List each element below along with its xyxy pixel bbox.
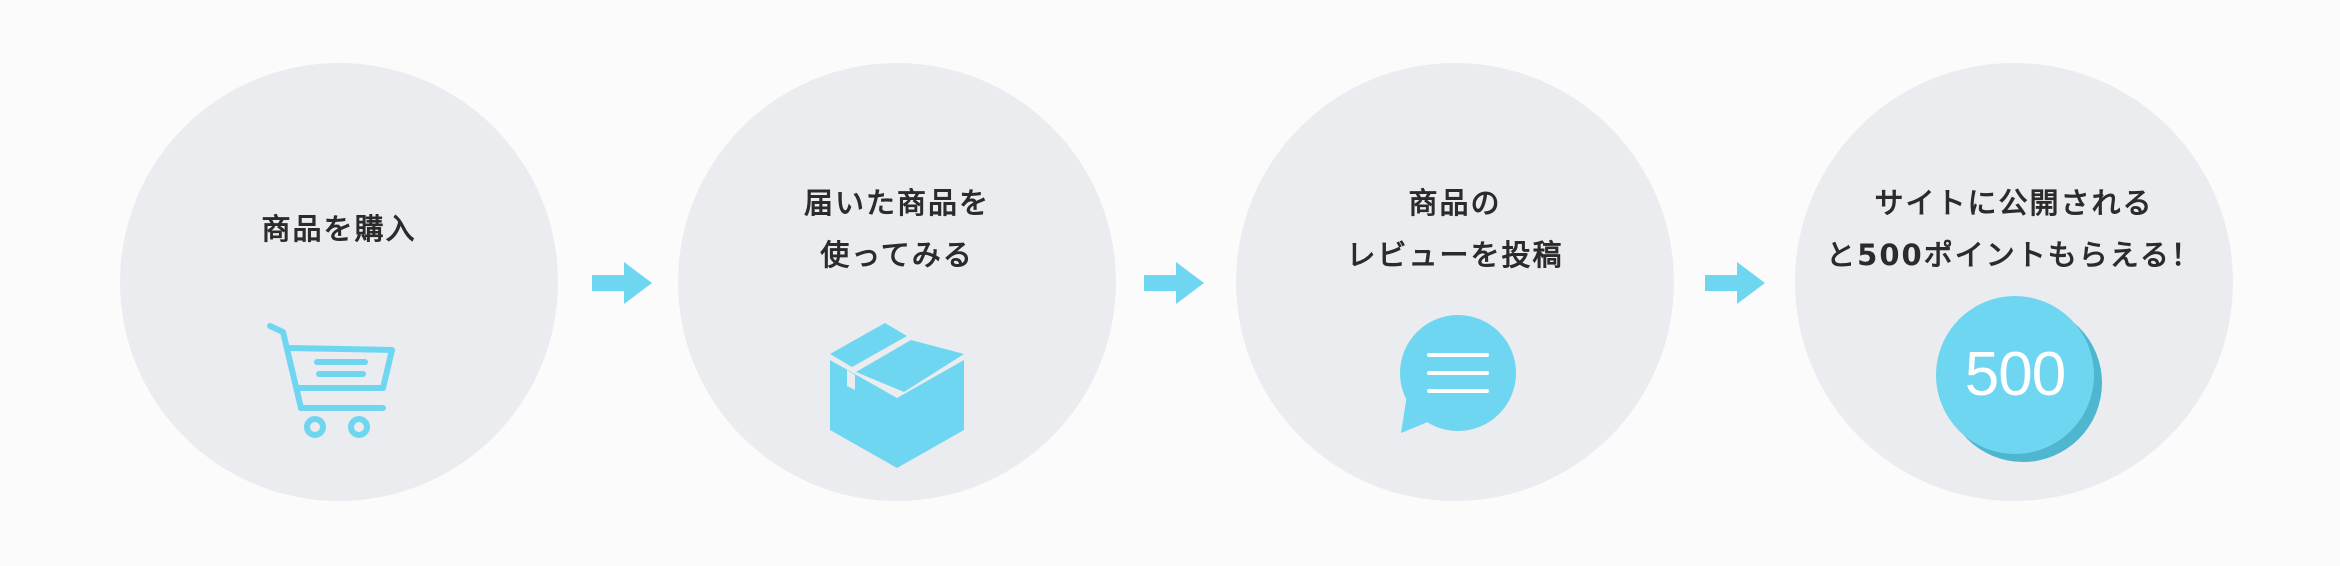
step-post-review: 商品の レビューを投稿 (1236, 63, 1674, 501)
speech-bubble-icon (1400, 315, 1516, 433)
right-arrow-icon (592, 262, 652, 304)
step-label: 商品の レビューを投稿 (1346, 186, 1564, 272)
step-label: サイトに公開される と500ポイントもらえる！ (1826, 186, 2202, 272)
coin-icon: 500 (1936, 296, 2102, 462)
right-arrow-icon (1705, 262, 1765, 304)
step-published-points: サイトに公開される と500ポイントもらえる！ 500 (1795, 63, 2233, 501)
step-purchase: 商品を購入 (120, 63, 558, 501)
coin-shape (1936, 296, 2102, 462)
coin-value: 500 (1964, 340, 2066, 409)
step-label: 商品を購入 (261, 212, 417, 246)
step-label: 届いた商品を 使ってみる (803, 186, 990, 272)
step-try-product: 届いた商品を 使ってみる (678, 63, 1116, 501)
box-icon (830, 323, 964, 468)
shopping-cart-icon (267, 323, 395, 438)
right-arrow-icon (1144, 262, 1204, 304)
